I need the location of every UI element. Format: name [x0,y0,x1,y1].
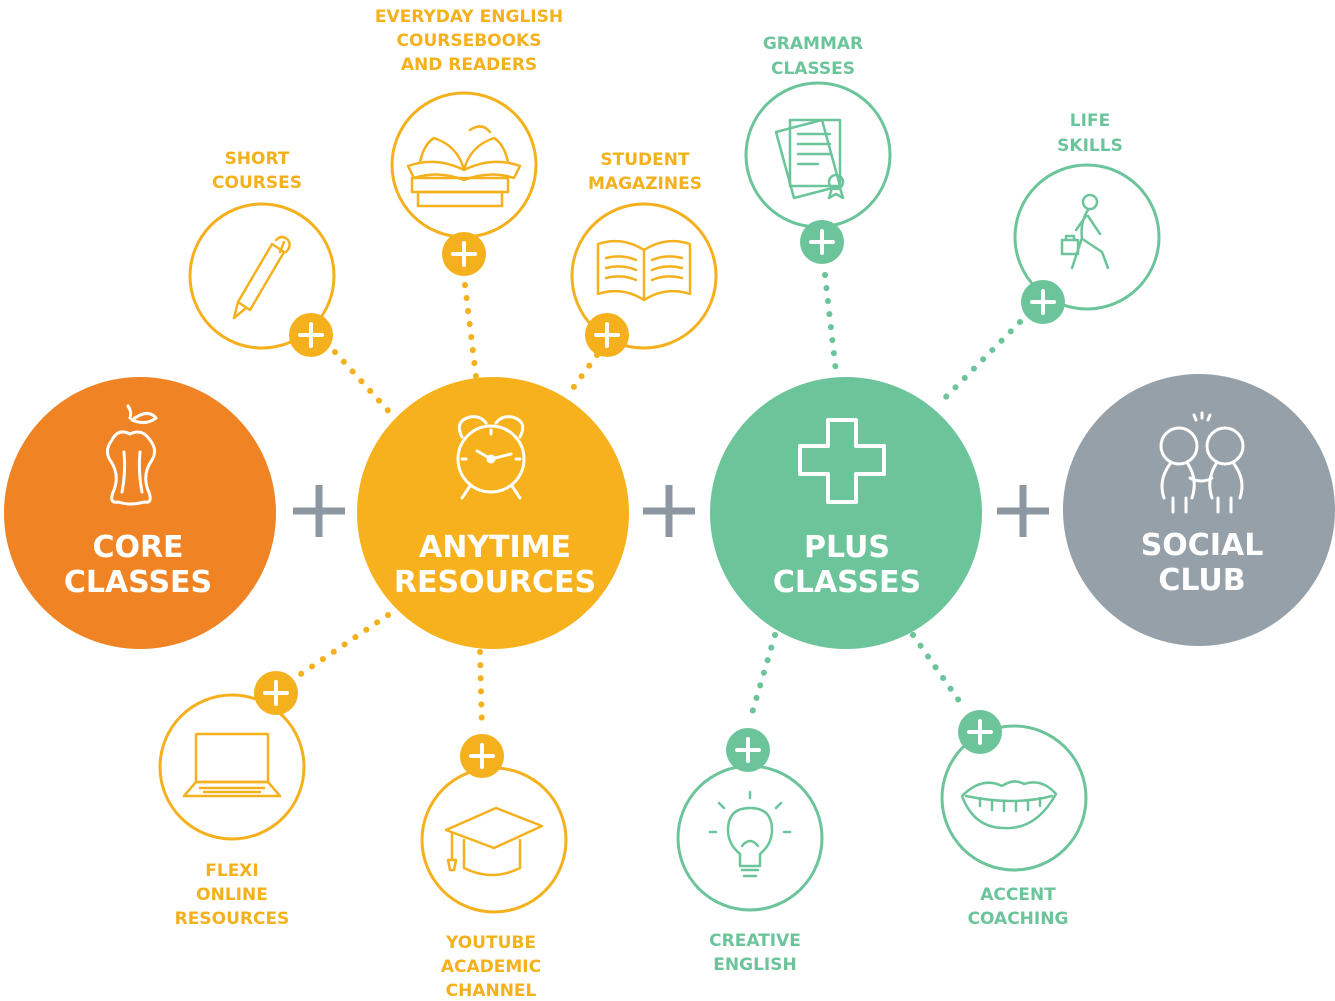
student-magazines-label-1: STUDENT [600,150,690,170]
creative-english-label-2: ENGLISH [713,955,796,975]
documents-icon [774,118,845,200]
youtube-academic-label-2: ACADEMIC [441,957,541,977]
everyday-english-label-3: AND READERS [401,55,537,75]
satellite-short-courses: SHORT COURSES [188,149,336,357]
light-bulb-icon [708,790,792,878]
plus-classes-line2: CLASSES [773,565,921,600]
life-skills-label-2: SKILLS [1057,136,1123,156]
social-club-line2: CLUB [1158,563,1245,598]
connector-student-magazines [565,352,600,398]
core-classes-line2: CLASSES [64,565,212,600]
plus-connectors [747,272,1023,723]
graduation-cap-icon [444,806,544,877]
plus-badge-icon [967,719,993,745]
everyday-english-label-2: COURSEBOOKS [397,31,542,51]
grammar-classes-label-2: CLASSES [771,59,855,79]
plus-badge-icon [594,322,620,348]
connector-youtube-academic [477,649,485,731]
life-skills-label-1: LIFE [1070,111,1110,131]
connector-grammar-classes [822,272,839,375]
mouth-icon [960,780,1058,830]
books-icon [406,125,522,208]
plus-operator-2 [643,485,695,537]
connector-life-skills [935,319,1023,408]
plus-classes-node: PLUS CLASSES [710,377,982,649]
satellite-student-magazines: STUDENT MAGAZINES [570,150,718,357]
satellite-everyday-english: EVERYDAY ENGLISH COURSEBOOKS AND READERS [375,7,563,276]
plus-cross-icon [798,418,886,504]
student-magazines-label-2: MAGAZINES [588,174,702,194]
walking-person-icon [1060,193,1110,270]
plus-operator-3 [997,485,1049,537]
satellite-flexi-online: FLEXI ONLINE RESOURCES [158,671,306,929]
short-courses-label-2: COURSES [212,173,302,193]
plus-badge-icon [263,680,289,706]
everyday-english-label-1: EVERYDAY ENGLISH [375,7,563,27]
flexi-online-label-2: ONLINE [196,885,268,905]
flexi-online-label-1: FLEXI [205,861,259,881]
accent-coaching-label-1: ACCENT [980,885,1056,905]
satellite-youtube-academic: YOUTUBE ACADEMIC CHANNEL [420,734,568,1001]
friends-icon [1159,411,1245,514]
satellite-accent-coaching: ACCENT COACHING [940,710,1088,929]
social-club-line1: SOCIAL [1141,528,1264,563]
plus-badge-icon [469,743,495,769]
social-club-node: SOCIAL CLUB [1063,374,1335,646]
accent-coaching-label-2: COACHING [968,909,1069,929]
open-book-icon [596,239,692,302]
flexi-online-label-3: RESOURCES [175,909,290,929]
anytime-resources-node: ANYTIME RESOURCES [357,377,629,649]
anytime-connectors [295,282,600,731]
plus-badge-icon [735,737,761,763]
plus-classes-line1: PLUS [804,530,890,565]
plus-badge-icon [298,322,324,348]
alarm-clock-icon [456,415,526,500]
connector-flexi-online [295,612,391,679]
plus-badge-icon [451,241,477,267]
connector-everyday-english [462,282,480,388]
creative-english-label-1: CREATIVE [709,931,801,951]
apple-core-icon [105,404,158,506]
plus-badge-icon [1030,289,1056,315]
youtube-academic-label-1: YOUTUBE [445,933,536,953]
satellite-life-skills: LIFE SKILLS [1013,111,1161,324]
connector-creative-english [747,632,778,723]
satellite-grammar-classes: GRAMMAR CLASSES [744,34,892,264]
core-classes-line1: CORE [92,530,183,565]
connector-accent-coaching [910,632,965,708]
short-courses-label-1: SHORT [225,149,290,169]
plus-badge-icon [809,229,835,255]
pen-icon [232,235,291,320]
anytime-resources-line1: ANYTIME [419,530,571,565]
anytime-resources-line2: RESOURCES [394,565,596,600]
youtube-academic-label-3: CHANNEL [446,981,537,1001]
connector-short-courses [332,349,395,418]
satellite-creative-english: CREATIVE ENGLISH [676,728,824,975]
laptop-icon [182,732,282,798]
grammar-classes-label-1: GRAMMAR [763,34,863,54]
plus-operator-1 [293,485,345,537]
core-classes-node: CORE CLASSES [4,377,276,649]
